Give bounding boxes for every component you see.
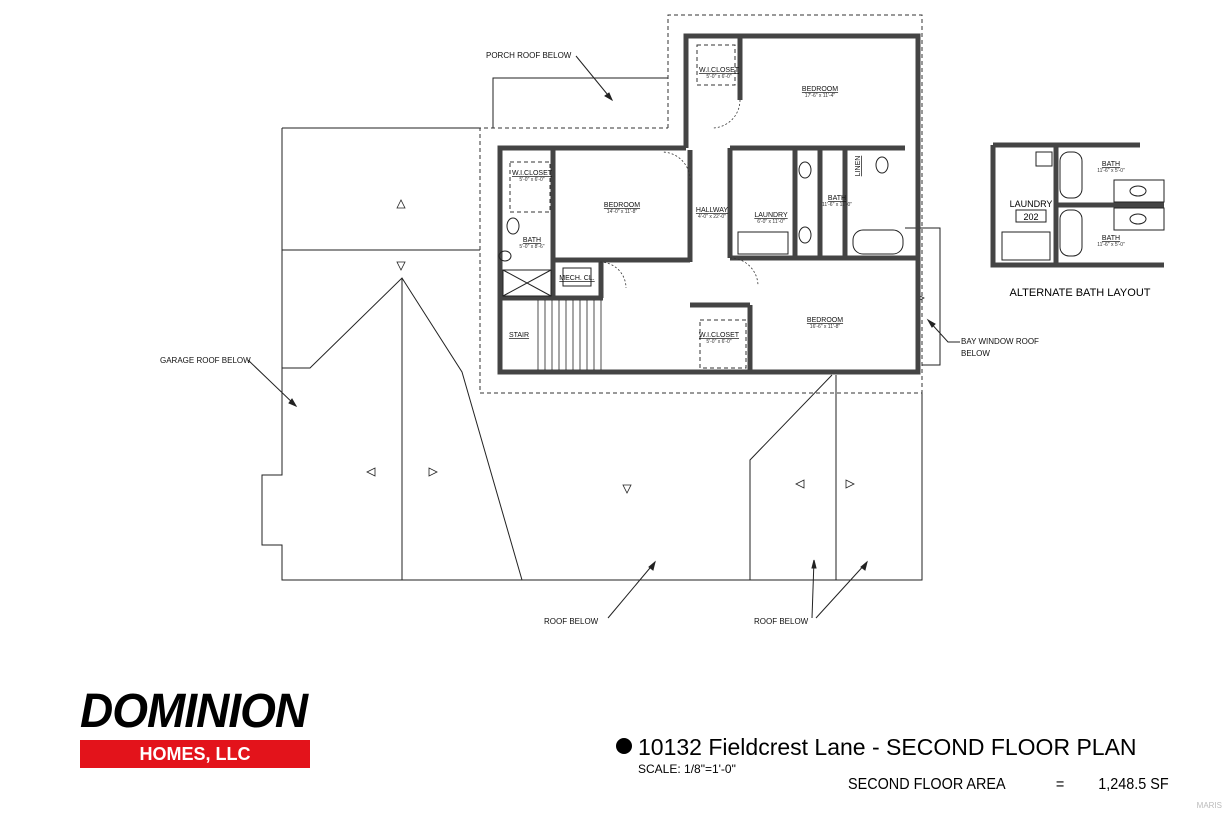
room-name: LINEN [855, 156, 862, 177]
room-name: HALLWAY [696, 207, 728, 214]
room-dim: 5'-0" x 8'-6" [519, 244, 544, 250]
room-dim: 5'-0" x 6'-0" [706, 74, 731, 80]
room-dim: 6'-0" x 11'-0" [757, 219, 785, 225]
plan-title-text: 10132 Fieldcrest Lane - SECOND FLOOR PLA… [638, 734, 1137, 760]
dashed-roof-outline [479, 14, 923, 394]
alt-bath-name: BATH [1102, 235, 1120, 242]
room-name: STAIR [509, 332, 529, 339]
alt-bath-dim: 11'-6" x 5'-0" [1097, 168, 1125, 174]
bullet-icon [616, 738, 632, 754]
room-name: BATH [828, 195, 846, 202]
plan-scale: SCALE: 1/8"=1'-0" [638, 762, 736, 776]
company-logo: DOMINION HOMES, LLC [80, 682, 310, 768]
room-labels: W.I.CLOSET 5'-0" x 6'-0" BEDROOM 17'-6" … [509, 67, 862, 345]
alt-room-number: 202 [1023, 212, 1038, 222]
room-name: LAUNDRY [754, 212, 788, 219]
floor-area-equals: = [1055, 776, 1065, 793]
logo-wordmark: DOMINION [80, 682, 308, 738]
room-name: BEDROOM [802, 86, 838, 93]
alt-bath-name: BATH [1102, 161, 1120, 168]
bay-roof-label-2: BELOW [961, 349, 990, 358]
logo-subtitle: HOMES, LLC [80, 740, 310, 768]
room-dim: 11'-6" x 11'-0" [822, 202, 852, 208]
room-dim: 4'-0" x 22'-0" [698, 214, 726, 220]
room-dim: 5'-0" x 6'-0" [519, 177, 544, 183]
roof-outlines [261, 77, 941, 581]
room-dim: 17'-6" x 11'-4" [805, 93, 836, 99]
alt-bath-dim: 11'-6" x 5'-0" [1097, 242, 1125, 248]
room-name: W.I.CLOSET [699, 67, 740, 74]
room-name: MECH. CL. [559, 275, 594, 282]
alt-laundry-label: LAUNDRY [1010, 199, 1053, 209]
plan-title: 10132 Fieldcrest Lane - SECOND FLOOR PLA… [616, 734, 1137, 761]
roof-labels: PORCH ROOF BELOW GARAGE ROOF BELOW BAY W… [160, 51, 1039, 626]
room-name: BEDROOM [807, 317, 843, 324]
alt-layout-title: ALTERNATE BATH LAYOUT [1010, 287, 1151, 299]
house-walls [497, 33, 921, 375]
room-name: W.I.CLOSET [512, 170, 553, 177]
slope-markers [366, 199, 925, 494]
alternate-bath-layout: LAUNDRY 202 BATH 11'-6" x 5'-0" BATH 11'… [990, 142, 1165, 299]
garage-roof-label: GARAGE ROOF BELOW [160, 356, 251, 365]
room-name: BATH [523, 237, 541, 244]
room-dim: 5'-0" x 6'-0" [706, 339, 731, 345]
room-dim: 14'-0" x 11'-8" [607, 209, 638, 215]
bay-roof-label: BAY WINDOW ROOF [961, 337, 1039, 346]
floor-area-value: 1,248.5 SF [1098, 776, 1169, 793]
fixtures [498, 44, 904, 370]
porch-roof-label: PORCH ROOF BELOW [486, 51, 572, 60]
room-dim: 16'-6" x 11'-8" [810, 324, 841, 330]
roof-below-label: ROOF BELOW [544, 617, 599, 626]
room-name: BEDROOM [604, 202, 640, 209]
watermark: MARIS [1196, 801, 1222, 810]
floor-area-label: SECOND FLOOR AREA [848, 776, 1006, 793]
room-name: W.I.CLOSET [699, 332, 740, 339]
floor-area: SECOND FLOOR AREA = 1,248.5 SF [848, 776, 1169, 794]
roof-below-label: ROOF BELOW [754, 617, 809, 626]
leader-arrows [247, 55, 960, 619]
